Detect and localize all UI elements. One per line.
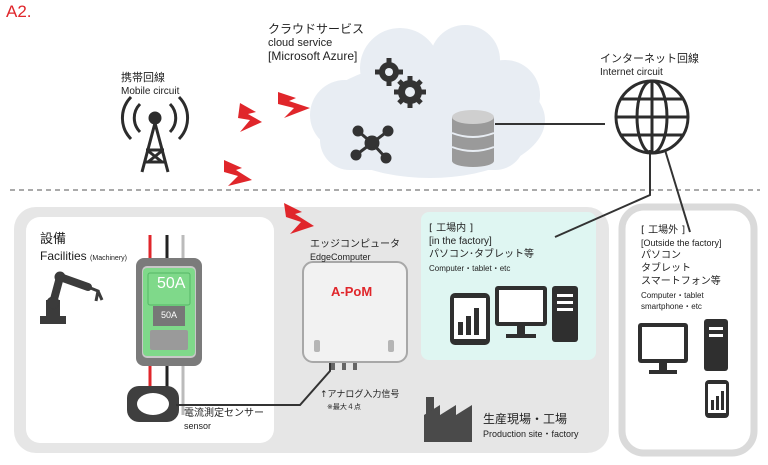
tablet-icon xyxy=(450,293,490,345)
cell-tower-icon xyxy=(120,95,190,173)
inside-line-2: [in the factory] xyxy=(429,236,492,247)
factory-icon xyxy=(424,397,472,442)
analog-input-note: ↑アナログ入力信号 xyxy=(320,390,400,400)
pc-tower-icon xyxy=(552,286,578,342)
tablet-icon-outside xyxy=(705,380,729,418)
outside-line-2: [Outside the factory] xyxy=(641,238,722,248)
page-heading: A2. xyxy=(6,2,32,21)
database-icon xyxy=(451,110,495,167)
globe-icon xyxy=(614,79,690,155)
sensor-label-ja: 電流測定センサー xyxy=(184,408,264,419)
gears-icon xyxy=(375,58,426,108)
outside-line-1: [ 工場外 ] xyxy=(641,225,686,236)
monitor-icon xyxy=(495,286,547,338)
cloud-shape xyxy=(310,25,545,178)
analog-input-sub: ※最大４点 xyxy=(327,403,361,411)
breaker-rating-large: 50A xyxy=(157,275,186,292)
edge-device-name: A-PoM xyxy=(331,284,373,299)
edge-computer-device xyxy=(302,261,408,370)
lightning-icon xyxy=(224,160,252,186)
internet-line-inside xyxy=(554,150,651,238)
facilities-label-ja: 設備 xyxy=(40,232,67,247)
cloud-label-ja: クラウドサービス xyxy=(268,22,365,36)
cloud-label-en: cloud service xyxy=(268,37,333,49)
outside-line-3: パソコン xyxy=(641,250,681,261)
lightning-icon xyxy=(284,203,314,234)
outside-line-5: スマートフォン等 xyxy=(641,276,721,287)
outside-line-4: タブレット xyxy=(641,263,691,274)
inside-line-4: Computer・tablet・etc xyxy=(429,264,511,273)
internet-label-ja: インターネット回線 xyxy=(600,52,699,65)
robot-arm-icon xyxy=(40,271,104,324)
production-label-ja: 生産現場・工場 xyxy=(483,412,568,426)
production-label-en: Production site・factory xyxy=(483,429,579,439)
facilities-label-en: Facilities xyxy=(40,249,87,263)
lightning-icons xyxy=(224,92,314,234)
mobile-label-ja: 携帯回線 xyxy=(121,71,165,84)
sensor-label-en: sensor xyxy=(184,421,212,431)
network-hub-icon xyxy=(350,125,394,164)
cloud-label-brand: [Microsoft Azure] xyxy=(268,49,358,63)
outside-line-6: Computer・tablet xyxy=(641,291,704,300)
facilities-label-sub: (Machinery) xyxy=(90,255,127,262)
breaker-rating-small: 50A xyxy=(161,310,178,320)
edge-label-ja: エッジコンピュータ xyxy=(310,239,400,250)
facilities-label: Facilities (Machinery) xyxy=(40,249,127,264)
mobile-label-en: Mobile circuit xyxy=(121,86,180,97)
circuit-breaker xyxy=(136,258,202,366)
inside-line-3: パソコン･タブレット等 xyxy=(429,249,534,260)
current-clamp-icon xyxy=(127,386,179,422)
outside-line-7: smartphone・etc xyxy=(641,302,702,311)
edge-label-en: EdgeComputer xyxy=(310,252,371,262)
internet-label-en: Internet circuit xyxy=(600,67,663,78)
lightning-icon xyxy=(238,103,262,132)
inside-line-1: [ 工場内 ] xyxy=(429,223,474,234)
lightning-icon xyxy=(278,92,310,118)
internet-line-outside xyxy=(664,149,691,233)
pc-tower-icon-outside xyxy=(704,319,728,371)
monitor-icon-outside xyxy=(638,323,688,374)
